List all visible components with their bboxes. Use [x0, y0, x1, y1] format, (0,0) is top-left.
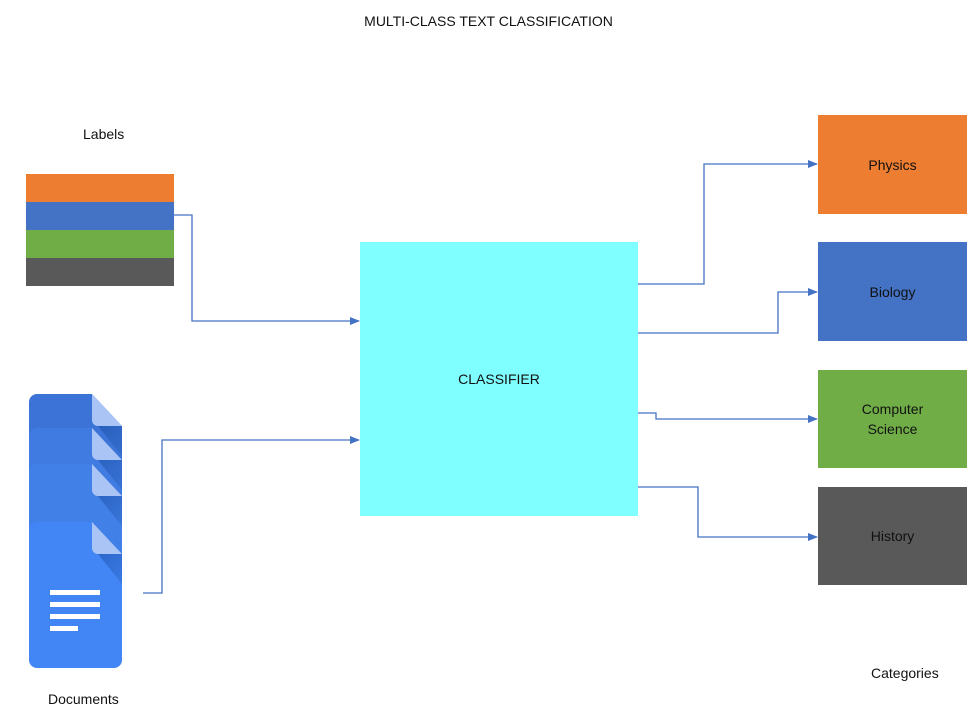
- label-bar-orange: [26, 174, 174, 202]
- classifier-label: CLASSIFIER: [458, 371, 540, 387]
- label-bar-dark: [26, 258, 174, 286]
- label-bar-blue: [26, 202, 174, 230]
- labels-caption: Labels: [83, 126, 125, 142]
- category-label-line-2: Science: [867, 421, 918, 437]
- category-label-line-1: Computer: [861, 401, 924, 417]
- diagram-title: MULTI-CLASS TEXT CLASSIFICATION: [364, 13, 613, 29]
- category-label: Biology: [869, 283, 916, 300]
- category-label: Physics: [868, 156, 917, 173]
- connector-to-biology: [638, 288, 818, 334]
- labels-stack: [26, 174, 174, 286]
- connector-to-history: [638, 486, 818, 541]
- documents-caption: Documents: [48, 691, 119, 707]
- connector-to-physics: [638, 160, 818, 285]
- connector-documents-to-classifier: [143, 436, 360, 594]
- label-bar-green: [26, 230, 174, 258]
- category-biology: Biology: [818, 242, 967, 341]
- classifier-box: CLASSIFIER: [360, 242, 638, 516]
- connector-labels-to-classifier: [174, 214, 360, 325]
- category-history: History: [818, 487, 967, 585]
- google-doc-stack-icon: [29, 394, 122, 668]
- category-physics: Physics: [818, 115, 967, 214]
- categories-caption: Categories: [871, 665, 939, 681]
- connector-to-computer-science: [638, 412, 818, 423]
- category-computer-science: Computer Science: [818, 370, 967, 468]
- category-label: History: [870, 528, 915, 544]
